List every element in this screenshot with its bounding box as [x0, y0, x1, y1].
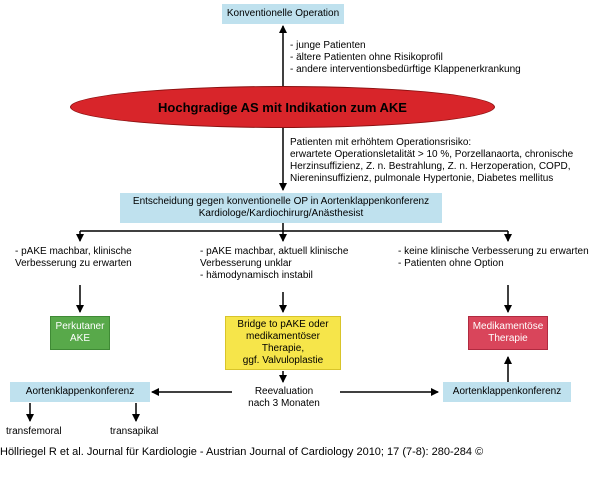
drug-therapy-box: Medikamentöse Therapie [468, 316, 548, 350]
mid-criteria-line-2: Verbesserung unklar [200, 258, 292, 269]
left-conference-box: Aortenklappenkonferenz [10, 382, 150, 402]
reevaluation-line-1: Reevaluation [254, 386, 314, 397]
criterion-older-no-risk: - ältere Patienten ohne Risikoprofil [290, 52, 443, 63]
red-box-line-1: Medikamentöse [472, 321, 544, 332]
reevaluation-text: Reevaluation nach 3 Monaten [236, 386, 332, 410]
left-criteria-line-1: - pAKE machbar, klinische [15, 246, 132, 257]
right-criteria: - keine klinische Verbesserung zu erwart… [398, 246, 589, 270]
left-criteria-line-2: Verbesserung zu erwarten [15, 258, 132, 269]
reevaluation-line-2: nach 3 Monaten [248, 398, 320, 409]
percutaneous-ake-box: Perkutaner AKE [50, 316, 110, 350]
decision-line-1: Entscheidung gegen konventionelle OP in … [132, 196, 430, 207]
left-criteria: - pAKE machbar, klinische Verbesserung z… [15, 246, 132, 270]
yellow-box-line-3: Therapie, [261, 343, 305, 354]
conventional-operation-box: Konventionelle Operation [222, 4, 344, 24]
mid-criteria-line-1: - pAKE machbar, aktuell klinische [200, 246, 349, 257]
yellow-box-line-2: medikamentöser [246, 331, 320, 342]
transfemoral-label: transfemoral [6, 426, 62, 437]
right-criteria-line-1: - keine klinische Verbesserung zu erwart… [398, 246, 589, 257]
decision-box: Entscheidung gegen konventionelle OP in … [120, 193, 442, 223]
mid-criteria: - pAKE machbar, aktuell klinische Verbes… [200, 246, 348, 282]
right-conference-box: Aortenklappenkonferenz [443, 382, 571, 402]
main-indication-label: Hochgradige AS mit Indikation zum AKE [158, 99, 407, 115]
criterion-young: - junge Patienten [290, 40, 366, 51]
risk-line-3: Herzinsuffizienz, Z. n. Bestrahlung, Z. … [290, 161, 571, 172]
yellow-box-line-1: Bridge to pAKE oder [237, 319, 329, 330]
risk-line-4: Niereninsuffizienz, pulmonale Hypertonie… [290, 173, 554, 184]
red-box-line-2: Therapie [488, 333, 528, 344]
risk-description: Patienten mit erhöhtem Operationsrisiko:… [290, 137, 573, 185]
bridge-therapy-box: Bridge to pAKE oder medikamentöser Thera… [225, 316, 341, 370]
citation-footer: Höllriegel R et al. Journal für Kardiolo… [0, 446, 484, 458]
yellow-box-line-4: ggf. Valvuloplastie [242, 355, 324, 366]
criterion-other-valve: - andere interventionsbedürftige Klappen… [290, 64, 521, 75]
conventional-criteria: - junge Patienten - ältere Patienten ohn… [290, 40, 521, 76]
main-indication-ellipse: Hochgradige AS mit Indikation zum AKE [70, 86, 495, 128]
green-box-line-2: AKE [69, 333, 90, 344]
right-criteria-line-2: - Patienten ohne Option [398, 258, 504, 269]
risk-line-1: Patienten mit erhöhtem Operationsrisiko: [290, 137, 472, 148]
risk-line-2: erwartete Operationsletalität > 10 %, Po… [290, 149, 574, 160]
green-box-line-1: Perkutaner [55, 321, 105, 332]
transapical-label: transapikal [110, 426, 159, 437]
mid-criteria-line-3: - hämodynamisch instabil [200, 270, 313, 281]
decision-line-2: Kardiologe/Kardiochirurg/Anästhesist [198, 208, 364, 219]
